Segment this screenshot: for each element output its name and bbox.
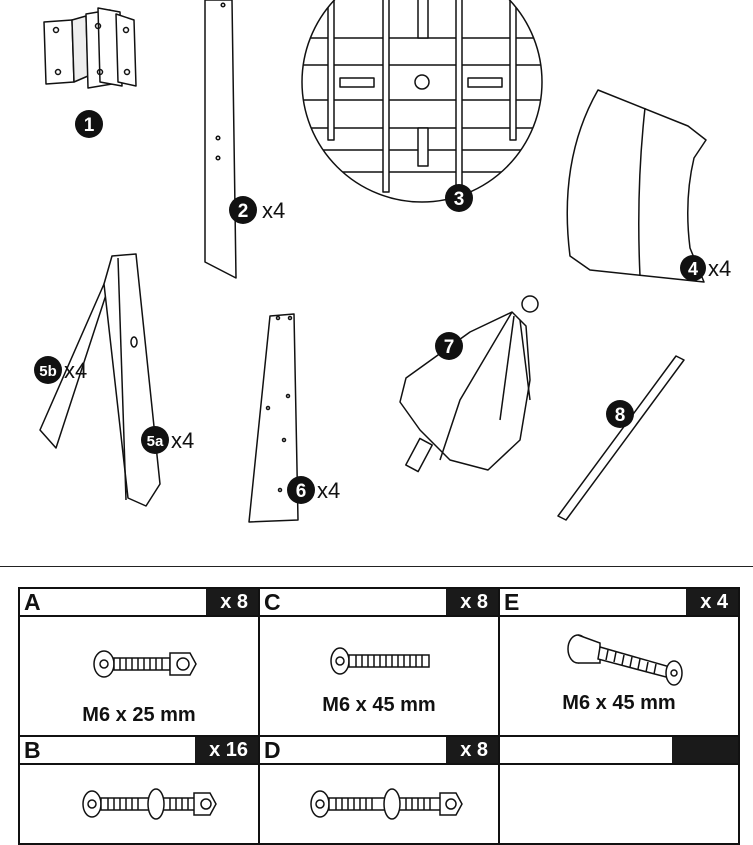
hardware-header xyxy=(500,737,738,765)
part-4-number: 4 xyxy=(688,259,698,279)
hardware-header: A x 8 xyxy=(20,589,258,617)
part-5a-number: 5a xyxy=(147,433,164,450)
parts-illustration: 1 2 x4 3 4 x4 5b x4 5a x4 6 x4 7 8 xyxy=(34,0,731,523)
bolt-washer-nut-icon xyxy=(310,788,463,820)
part-1-number: 1 xyxy=(84,115,95,136)
part-2-qty: x4 xyxy=(262,198,285,223)
part-7-number: 7 xyxy=(444,337,455,358)
part-7-umbrella xyxy=(399,295,539,473)
barrel-nut-bolt-icon xyxy=(567,634,683,686)
part-2-plank xyxy=(204,0,237,279)
bolt-icon xyxy=(330,647,430,675)
hardware-header: D x 8 xyxy=(260,737,498,765)
hardware-cell-e: E x 4 M6 x 45 mm xyxy=(498,587,740,737)
part-badges: 1 2 x4 3 4 x4 5b x4 5a x4 6 x4 7 8 xyxy=(34,110,731,504)
bolt-nut-icon xyxy=(93,650,197,678)
hardware-cell-d: D x 8 xyxy=(258,735,500,845)
hardware-size: M6 x 45 mm xyxy=(322,694,436,716)
hardware-size: M6 x 25 mm xyxy=(82,704,196,726)
bolt-washer-nut-icon xyxy=(82,788,217,820)
part-3-number: 3 xyxy=(454,189,465,210)
hardware-cell-empty xyxy=(498,735,740,845)
part-1-brackets xyxy=(43,7,137,89)
part-5b-number: 5b xyxy=(39,363,57,380)
part-8-number: 8 xyxy=(615,405,626,426)
part-5b-qty: x4 xyxy=(64,358,87,383)
part-5a-qty: x4 xyxy=(171,428,194,453)
part-6-leg xyxy=(248,313,299,523)
hardware-header: B x 16 xyxy=(20,737,258,765)
hardware-grid: A x 8 M6 x 25 mm C x 8 xyxy=(18,587,740,845)
section-divider xyxy=(0,566,753,567)
hardware-letter: D xyxy=(264,737,281,763)
hardware-cell-a: A x 8 M6 x 25 mm xyxy=(18,587,260,737)
hardware-qty: x 8 xyxy=(446,589,498,615)
hardware-letter: E xyxy=(504,589,520,615)
hardware-letter: C xyxy=(264,589,281,615)
part-6-qty: x4 xyxy=(317,478,340,503)
hardware-header: E x 4 xyxy=(500,589,738,617)
part-2-number: 2 xyxy=(238,201,249,222)
hardware-size: M6 x 45 mm xyxy=(562,692,676,714)
hardware-cell-c: C x 8 M6 x 45 mm xyxy=(258,587,500,737)
hardware-qty-blank xyxy=(672,737,738,763)
part-6-number: 6 xyxy=(296,481,307,502)
part-8-pole xyxy=(557,355,685,521)
hardware-qty: x 8 xyxy=(446,737,498,763)
hardware-qty: x 16 xyxy=(195,737,258,763)
hardware-letter: B xyxy=(24,737,41,763)
hardware-header: C x 8 xyxy=(260,589,498,617)
part-5-legs xyxy=(39,253,161,507)
hardware-letter: A xyxy=(24,589,41,615)
hardware-cell-b: B x 16 xyxy=(18,735,260,845)
part-4-qty: x4 xyxy=(708,256,731,281)
part-4-panel xyxy=(566,89,707,283)
hardware-qty: x 8 xyxy=(206,589,258,615)
hardware-qty: x 4 xyxy=(686,589,738,615)
part-3-tabletop xyxy=(301,0,543,203)
